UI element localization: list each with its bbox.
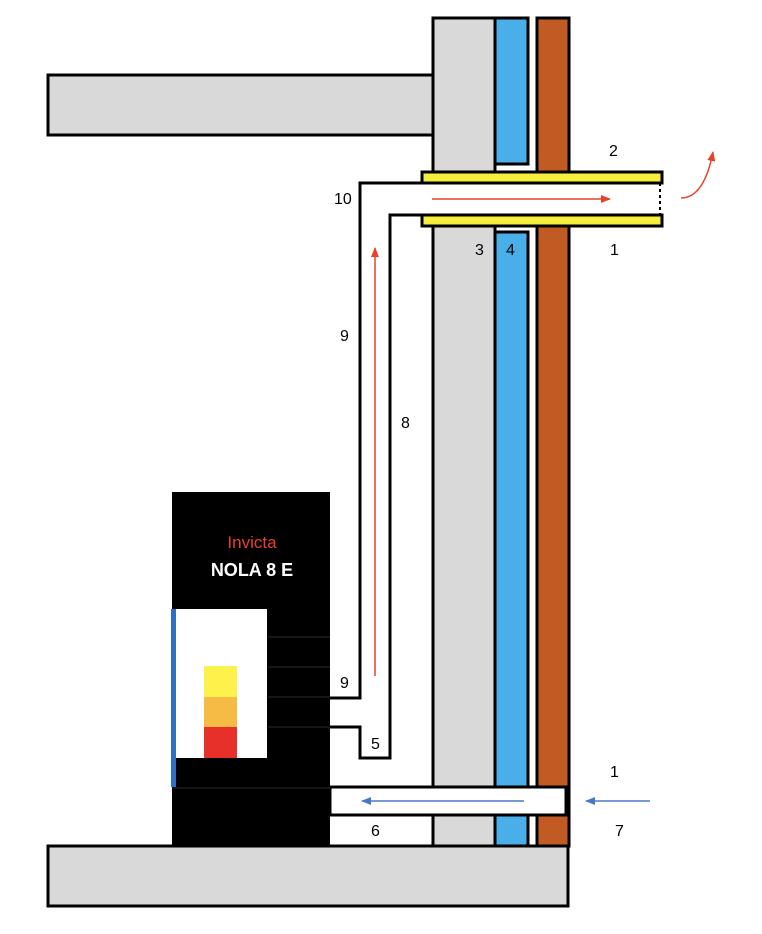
label-5: 5 [371, 736, 380, 753]
floor-slab [46, 844, 570, 908]
label-4: 4 [506, 242, 515, 259]
label-9-lower: 9 [340, 675, 349, 692]
stove-door-glass [171, 609, 176, 787]
label-8: 8 [401, 415, 410, 432]
label-1-bottom: 1 [610, 764, 619, 781]
flue-inner-wall [330, 213, 422, 760]
label-2: 2 [609, 143, 618, 160]
stove-model: NOLA 8 E [211, 560, 293, 580]
flame-yellow [204, 666, 237, 697]
insulation-layer-lower [493, 230, 530, 848]
insulation-layer-upper [493, 16, 530, 166]
flame-red [204, 727, 237, 758]
wall-sleeve-bottom [420, 213, 664, 228]
label-10: 10 [334, 191, 352, 208]
exhaust-arrow-outlet [680, 151, 716, 199]
label-3: 3 [475, 242, 484, 259]
label-7: 7 [615, 823, 624, 840]
flue-outer-wall [330, 181, 422, 700]
inner-wall [431, 16, 497, 848]
ceiling-slab [46, 73, 500, 137]
outer-cladding [535, 16, 571, 848]
label-9-upper: 9 [340, 328, 349, 345]
stove-brand: Invicta [227, 533, 277, 552]
label-1-top: 1 [610, 242, 619, 259]
wall-sleeve-top [420, 170, 664, 185]
label-6: 6 [371, 823, 380, 840]
flame-orange [204, 697, 237, 727]
